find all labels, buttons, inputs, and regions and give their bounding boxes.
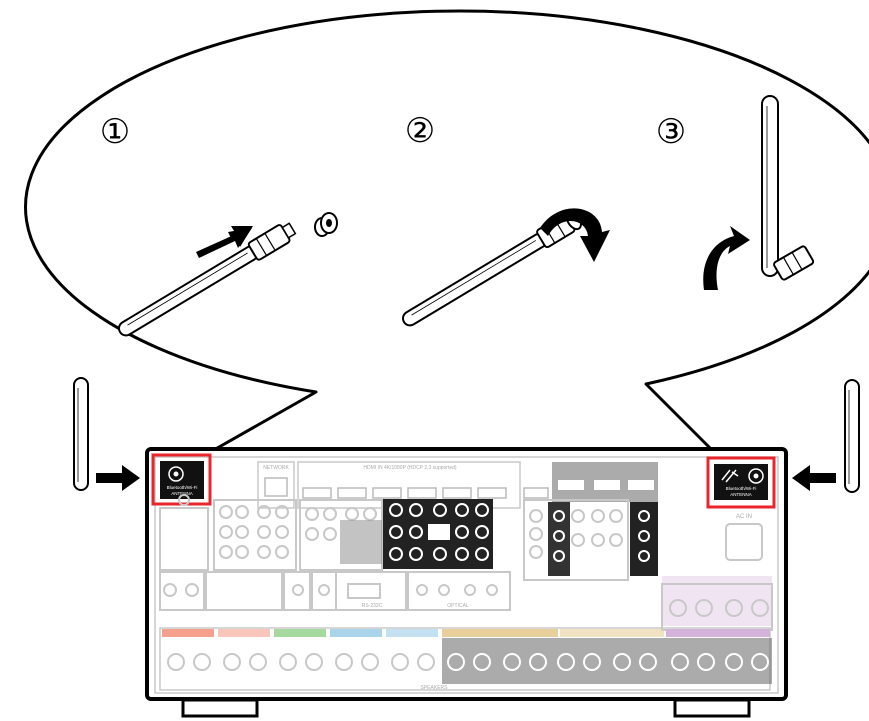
antenna-connector-right-highlight [706,456,776,509]
step-3-number: ③ [656,112,686,152]
rs232-label: RS-232C [362,603,383,609]
speakers-label: SPEAKERS [421,685,449,691]
antenna-connector-left-label-1: Bluetooth/Wi-Fi [167,485,198,490]
antenna-connector-left [160,461,204,499]
antenna-connector-right-label-1: Bluetooth/Wi-Fi [726,486,757,491]
audio-inputs-left [159,494,297,571]
step-3-antenna-raise [703,95,815,290]
network-label: NETWORK [263,465,289,471]
left-insert-arrow-icon [96,465,140,491]
component-video-in [523,499,629,581]
step-2-antenna-screw [402,208,610,327]
bluetooth-wifi-symbol-icon [721,469,739,483]
ac-inlet [725,523,763,561]
callout-bubble [23,9,869,460]
antenna-connector-stud [314,212,338,237]
antenna-connector-left-label-2: ANTENNA [171,491,193,496]
digital-inputs-row [159,571,511,611]
step-1-number: ① [100,112,130,152]
panel-foot-left [181,698,259,718]
receiver-rear-panel: NETWORK HDMI IN 4K/1080P (HDCP 2.3 suppo… [145,447,788,718]
hdmi-ports [302,487,549,499]
hdmi-label: HDMI IN 4K/1080P (HDCP 2.3 supported) [363,465,457,471]
speaker-terminals: SPEAKERS [159,627,772,691]
left-antenna [73,377,89,491]
panel-foot-right [673,698,751,718]
optical-label: OPTICAL [447,603,469,609]
ac-in-label: AC IN [736,514,752,520]
step-1-antenna-insert [118,212,338,337]
antenna-connector-right-label-2: ANTENNA [730,492,752,497]
antenna-rod-upright [761,95,779,277]
step-2-number: ② [405,111,435,151]
right-antenna [844,379,860,493]
right-insert-arrow-icon [792,465,836,491]
raise-arrow-icon [703,226,750,290]
rotate-arrow-icon [540,208,610,262]
